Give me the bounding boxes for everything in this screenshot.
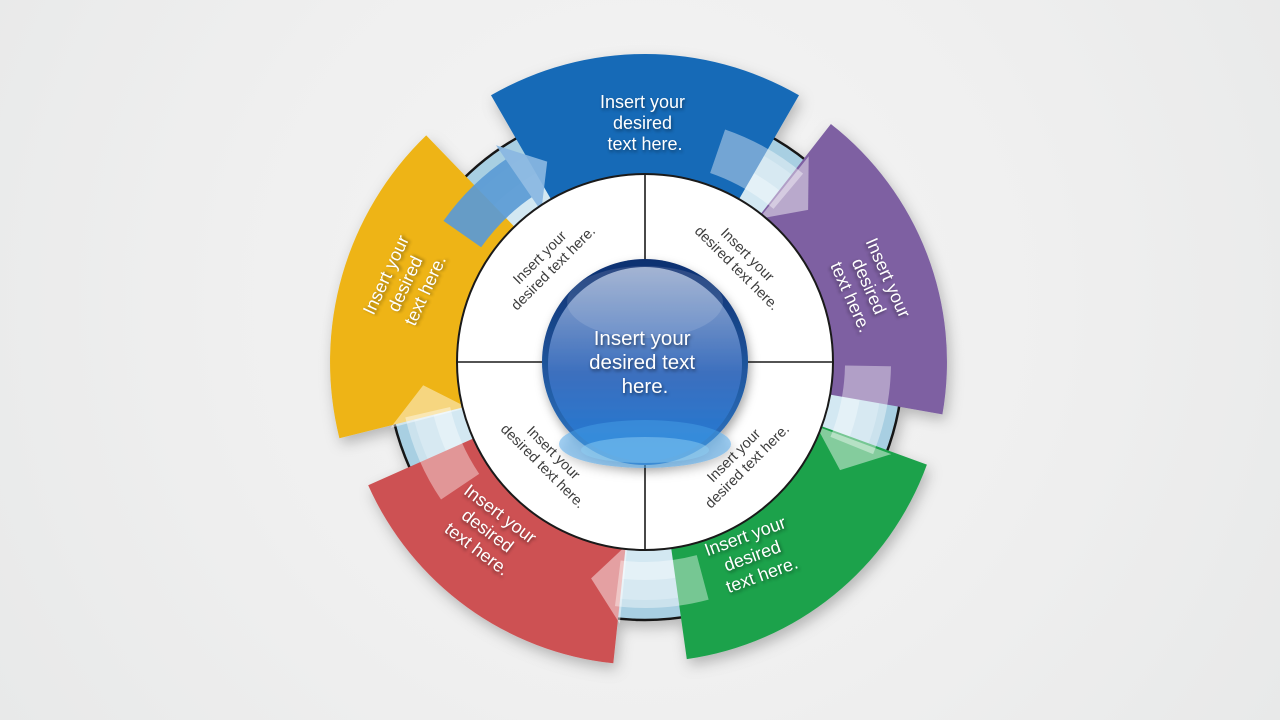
segment-bottom-right-shape[interactable] xyxy=(671,426,927,660)
flow-arrow-left-to-top-icon xyxy=(443,145,548,248)
segment-top-shape[interactable] xyxy=(491,54,799,200)
quadrant-dividers xyxy=(458,175,832,549)
center-sphere[interactable] xyxy=(542,259,748,468)
sphere-top-sheen xyxy=(567,266,723,338)
flow-arrow-bottom-to-left-icon xyxy=(591,544,709,624)
segment-right-shape[interactable] xyxy=(760,124,947,415)
flow-arrows xyxy=(390,129,892,624)
segment-bottom-left-shape[interactable] xyxy=(368,438,626,664)
flow-arrow-top-to-right-icon xyxy=(709,129,809,219)
segment-top-label: Insert your desired text here. xyxy=(600,92,690,154)
flow-arrow-right-to-bottom-icon xyxy=(816,364,892,471)
sphere-bottom-highlight xyxy=(581,437,709,463)
center-sphere-label[interactable]: Insert your desired text here. xyxy=(589,327,701,398)
flow-arrow-left-up-icon xyxy=(390,385,480,500)
